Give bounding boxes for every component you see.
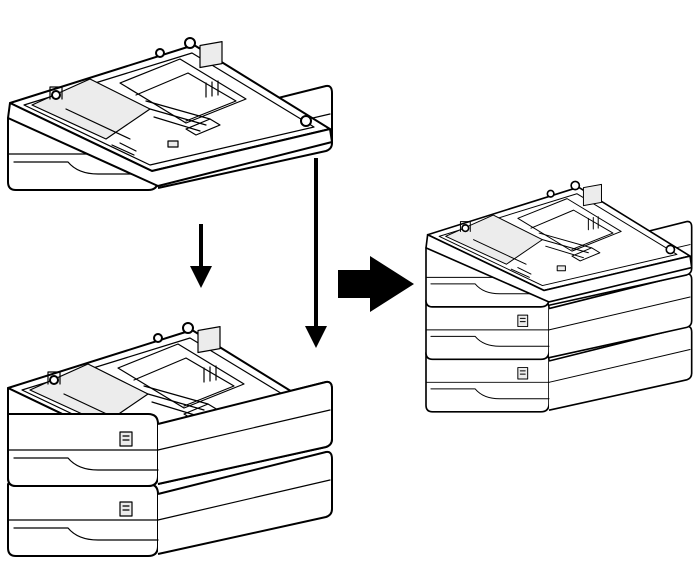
lower-stack — [7, 322, 333, 557]
short-down-arrow — [190, 224, 212, 288]
assembled-stack — [425, 180, 693, 413]
top-tray-unit — [7, 37, 333, 191]
long-down-arrow — [305, 158, 327, 348]
result-arrow — [338, 256, 414, 312]
